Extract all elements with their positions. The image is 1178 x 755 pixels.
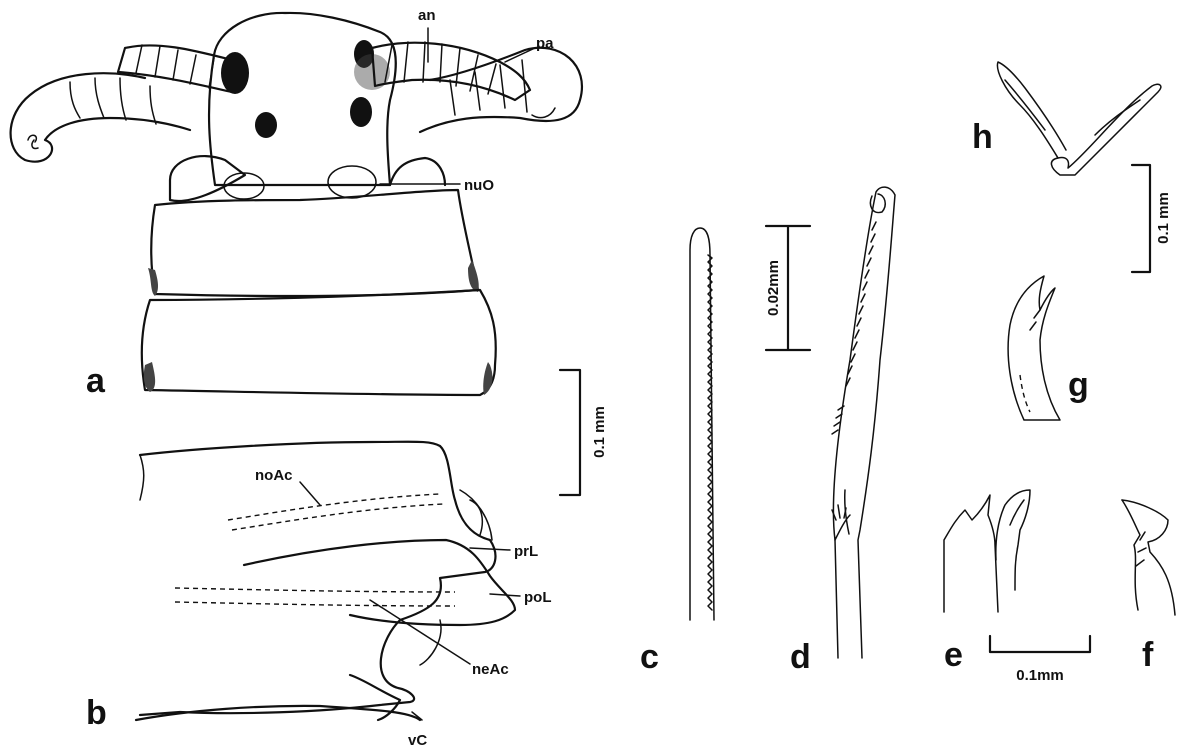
scale-bar-gh-label: 0.1 mm — [1155, 192, 1172, 244]
drawing-a — [11, 13, 582, 395]
drawing-e — [944, 490, 1030, 612]
label-noAc: noAc — [255, 467, 293, 484]
label-nuO: nuO — [464, 177, 494, 194]
panel-label-f: f — [1142, 636, 1154, 674]
scale-bar-gh: 0.1 mm — [1132, 165, 1172, 272]
scale-bar-cd: 0.02mm — [765, 226, 810, 350]
scale-bar-ef-label: 0.1mm — [1016, 667, 1064, 684]
panel-label-a: a — [86, 362, 106, 400]
panel-label-g: g — [1068, 366, 1089, 404]
panel-label-e: e — [944, 636, 963, 674]
drawing-c — [690, 228, 714, 620]
label-vC: vC — [408, 732, 427, 749]
panel-label-b: b — [86, 694, 107, 732]
label-poL: poL — [524, 589, 552, 606]
label-pa: pa — [536, 35, 554, 52]
label-an: an — [418, 7, 436, 24]
panel-label-h: h — [972, 118, 993, 156]
scale-bar-ef: 0.1mm — [990, 636, 1090, 684]
leader-lines — [300, 28, 535, 720]
scale-bar-ab: 0.1 mm — [560, 370, 608, 495]
panel-label-d: d — [790, 638, 811, 676]
drawing-h — [997, 62, 1160, 175]
scale-bar-cd-label: 0.02mm — [765, 260, 782, 316]
panel-label-c: c — [640, 638, 659, 676]
label-prL: prL — [514, 543, 538, 560]
scale-bar-ab-label: 0.1 mm — [591, 406, 608, 458]
label-neAc: neAc — [472, 661, 509, 678]
drawing-b — [136, 442, 515, 720]
drawing-d — [832, 187, 895, 658]
drawing-g — [1008, 276, 1060, 420]
drawing-f — [1122, 500, 1175, 615]
